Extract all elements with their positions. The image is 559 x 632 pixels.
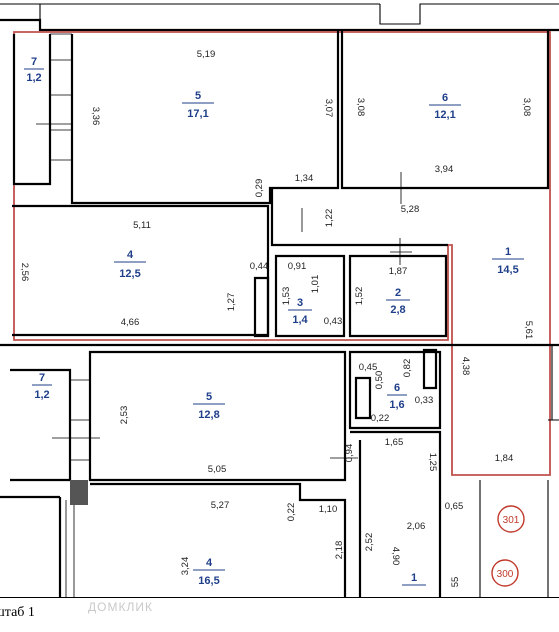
apartment-number: 301 [503,515,520,526]
dimension-label: 1,53 [281,287,292,306]
room-area: 12,1 [434,109,455,121]
room-number: 1 [505,246,511,258]
room-number: 6 [394,382,400,394]
room-number: 7 [31,56,37,68]
dimension-label: 3,08 [521,98,532,117]
dimension-label: 0,82 [402,359,413,378]
dimension-label: 0,65 [445,501,464,512]
room-area: 1,4 [292,314,308,326]
room-area: 12,8 [198,409,219,421]
room-area: 14,5 [497,264,518,276]
room-number: 1 [411,572,417,584]
dimension-label: 0,94 [344,444,355,463]
dimension-label: 3,08 [355,98,366,117]
dimension-label: 0,44 [250,261,269,272]
dimension-label: 0,91 [288,261,307,272]
room-area: 16,5 [198,575,219,587]
apartment-markers: 301 300 [491,505,525,587]
apartment-marker [491,559,519,587]
room-area: 17,1 [187,108,208,120]
room-area: 1,2 [34,389,49,401]
dimension-label: 5,19 [197,49,216,60]
dimension-label: 3,24 [180,557,191,576]
dimension-label: 1,22 [324,209,335,228]
dimension-label: 1,25 [427,453,438,472]
watermark: ДОМКЛИК [88,600,153,614]
room-number: 4 [206,557,213,569]
dimension-label: 5,27 [211,500,230,511]
dimension-label: 2,56 [19,263,30,282]
dimension-label: 2,18 [334,541,345,560]
dimension-label: 1,10 [319,504,338,515]
room-area: 2,8 [390,304,405,316]
dimension-label: 55 [450,577,461,588]
dimension-label: 1,87 [389,266,408,277]
apartment-number: 300 [497,569,514,580]
dimension-label: 1,27 [226,293,237,312]
building-walls [0,3,559,597]
room-number: 3 [297,297,303,309]
dimension-label: 1,84 [495,453,514,464]
dimension-label: 4,38 [460,357,471,376]
apartment-marker [497,505,525,533]
dimension-label: 1,01 [310,275,321,294]
room-number: 4 [127,249,134,261]
room-labels: 7 1,2 5 17,1 6 12,1 4 12,5 3 1,4 2 2,8 1… [24,56,524,587]
dimension-label: 3,94 [435,164,454,175]
room-area: 12,5 [119,268,140,280]
dimension-label: 1,34 [295,173,314,184]
dimension-label: 4,66 [121,317,140,328]
room-number: 5 [206,391,212,403]
plan-footer [0,597,559,632]
room-number: 2 [395,287,401,299]
room-number: 7 [39,372,45,384]
room-number: 5 [195,90,201,102]
dimension-label: 2,52 [364,533,375,552]
dimension-label: 0,45 [359,362,378,373]
dimension-label: 0,22 [286,503,297,522]
dimension-label: 0,29 [254,179,265,198]
dimension-label: 3,07 [323,99,334,118]
dimension-label: 5,28 [401,204,420,215]
dimension-label: 4,90 [390,547,401,566]
dimension-label: 5,11 [133,220,151,231]
room-area: 1,6 [389,399,404,411]
room-number: 6 [442,92,448,104]
dimension-label: 0,43 [324,316,343,327]
dimension-label: 2,06 [407,521,426,532]
dimension-label: 1,52 [354,287,365,306]
scale-label: штаб 1 [0,605,35,620]
dimension-label: 0,50 [374,371,385,390]
floor-plan: 7 1,2 5 17,1 6 12,1 4 12,5 3 1,4 2 2,8 1… [0,3,559,597]
dimension-label: 0,22 [371,413,390,424]
dimension-label: 5,61 [523,321,534,340]
dimension-label: 0,33 [415,395,434,406]
dimension-label: 3,36 [90,107,101,126]
dimension-labels: 5,19 3,07 3,36 3,08 3,08 3,94 1,34 0,29 … [19,49,534,587]
dimension-label: 2,53 [119,406,130,425]
dimension-label: 5,05 [208,464,227,475]
room-area: 1,2 [26,72,41,84]
dimension-label: 1,65 [385,437,404,448]
